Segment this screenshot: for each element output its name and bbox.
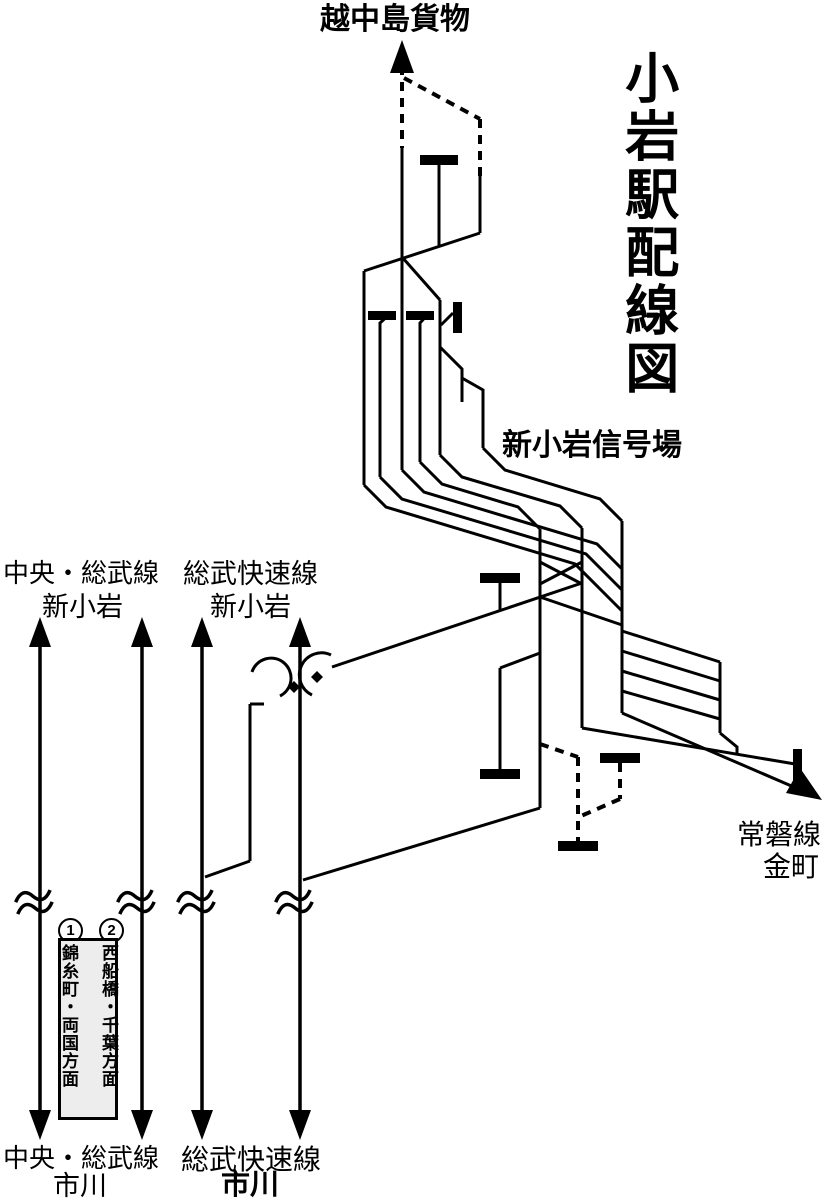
- yard-ladder: [621, 629, 739, 755]
- stub-buffer-upper: [480, 573, 520, 611]
- dot-icon: [311, 671, 323, 683]
- buffer-bar: [600, 753, 640, 763]
- line-break-marks: [14, 889, 314, 915]
- disused-dashed-stubs: [539, 742, 622, 841]
- label-freight-destination: 越中島貨物: [320, 3, 470, 36]
- gap-hook-left-icon: [250, 656, 293, 698]
- platform-box: [58, 938, 118, 1120]
- label-rapid-line-north: 総武快速線: [183, 559, 318, 589]
- label-rapid-station-south: 市川: [221, 1169, 280, 1200]
- platform-direction-2: 西船橋・千葉方面: [99, 944, 118, 1088]
- yard-stub-buffers: [368, 302, 462, 333]
- joban-connection: [581, 711, 822, 800]
- buffer-bar: [558, 841, 598, 851]
- arrow-joban-icon: [786, 768, 822, 800]
- dot-icon: [288, 681, 300, 693]
- label-joban-destination: 金町: [763, 851, 820, 882]
- station-tracks: [38, 642, 302, 1113]
- yard-throat: [362, 300, 624, 613]
- label-joban-line: 常磐線: [737, 819, 822, 850]
- signal-yard-tracks: [538, 521, 624, 808]
- track-arrowheads: [29, 617, 311, 1140]
- buffer-stop-top: [420, 155, 458, 246]
- arrow-up-freight-icon: [390, 40, 414, 73]
- label-rapid-station-north: 新小岩: [210, 592, 291, 622]
- freight-main-gap: [250, 581, 583, 706]
- label-rapid-line-south: 総武快速線: [181, 1144, 322, 1175]
- label-local-station-south: 市川: [53, 1171, 107, 1200]
- label-local-station-north: 新小岩: [42, 592, 123, 622]
- platform-direction-1: 錦糸町・両国方面: [59, 944, 78, 1088]
- yard-to-station-link: [302, 806, 541, 882]
- page-title: 小岩駅配線図: [616, 50, 677, 398]
- freight-line-etchujima: [362, 40, 482, 485]
- label-local-line-north: 中央・総武線: [3, 558, 160, 588]
- stub-buffer-lower: [480, 651, 541, 779]
- label-signal-station: 新小岩信号場: [502, 429, 682, 462]
- label-local-line-south: 中央・総武線: [3, 1143, 160, 1173]
- middle-siding: [204, 704, 252, 879]
